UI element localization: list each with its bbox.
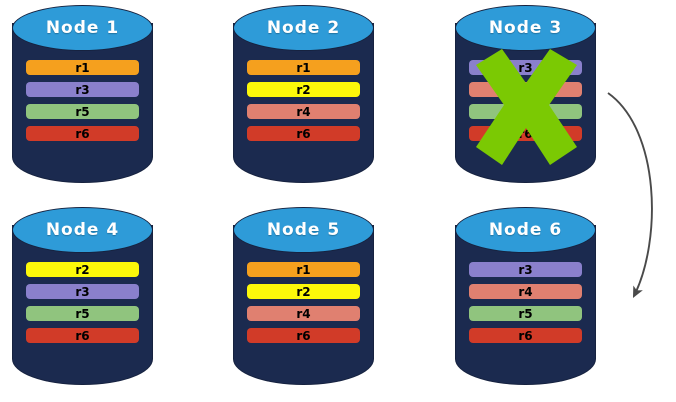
node-cylinder-6[interactable]: Node 6 r3 r4 r5 r6 — [455, 207, 596, 387]
cylinder-top-ellipse — [455, 207, 596, 253]
record-bar-r3[interactable]: r3 — [469, 60, 582, 75]
record-list: r1 r2 r4 r6 — [247, 262, 360, 343]
record-bar-r6[interactable]: r6 — [469, 126, 582, 141]
cylinder-top-ellipse — [12, 5, 153, 51]
node-title: Node 3 — [488, 18, 563, 38]
record-bar-r4[interactable]: r4 — [247, 104, 360, 119]
record-bar-r1[interactable]: r1 — [26, 60, 139, 75]
node-cylinder-3[interactable]: Node 3 r3 r4 r5 r6 — [455, 5, 596, 185]
record-bar-r5[interactable]: r5 — [26, 104, 139, 119]
record-list: r3 r4 r5 r6 — [469, 60, 582, 141]
record-list: r3 r4 r5 r6 — [469, 262, 582, 343]
record-bar-r4[interactable]: r4 — [247, 306, 360, 321]
node-title: Node 4 — [45, 220, 120, 240]
record-list: r2 r3 r5 r6 — [26, 262, 139, 343]
record-bar-r5[interactable]: r5 — [26, 306, 139, 321]
record-bar-r6[interactable]: r6 — [26, 328, 139, 343]
record-bar-r2[interactable]: r2 — [26, 262, 139, 277]
node-cylinder-4[interactable]: Node 4 r2 r3 r5 r6 — [12, 207, 153, 387]
node-title: Node 5 — [266, 220, 341, 240]
node-cylinder-2[interactable]: Node 2 r1 r2 r4 r6 — [233, 5, 374, 185]
cylinder-top-ellipse — [233, 5, 374, 51]
record-bar-r6[interactable]: r6 — [247, 126, 360, 141]
record-bar-r5[interactable]: r5 — [469, 306, 582, 321]
record-bar-r4[interactable]: r4 — [469, 284, 582, 299]
record-list: r1 r3 r5 r6 — [26, 60, 139, 141]
record-bar-r4[interactable]: r4 — [469, 82, 582, 97]
record-bar-r6[interactable]: r6 — [247, 328, 360, 343]
cylinder-top-ellipse — [233, 207, 374, 253]
record-bar-r6[interactable]: r6 — [469, 328, 582, 343]
record-bar-r3[interactable]: r3 — [26, 284, 139, 299]
record-bar-r2[interactable]: r2 — [247, 82, 360, 97]
node-cylinder-5[interactable]: Node 5 r1 r2 r4 r6 — [233, 207, 374, 387]
record-list: r1 r2 r4 r6 — [247, 60, 360, 141]
record-bar-r1[interactable]: r1 — [247, 262, 360, 277]
record-bar-r3[interactable]: r3 — [26, 82, 139, 97]
record-bar-r1[interactable]: r1 — [247, 60, 360, 75]
record-bar-r2[interactable]: r2 — [247, 284, 360, 299]
record-bar-r6[interactable]: r6 — [26, 126, 139, 141]
record-bar-r5[interactable]: r5 — [469, 104, 582, 119]
node-cylinder-1[interactable]: Node 1 r1 r3 r5 r6 — [12, 5, 153, 185]
node-title: Node 6 — [488, 220, 563, 240]
record-bar-r3[interactable]: r3 — [469, 262, 582, 277]
cylinder-top-ellipse — [12, 207, 153, 253]
node-title: Node 1 — [45, 18, 120, 38]
node-title: Node 2 — [266, 18, 341, 38]
migration-arrow-icon — [607, 92, 653, 299]
